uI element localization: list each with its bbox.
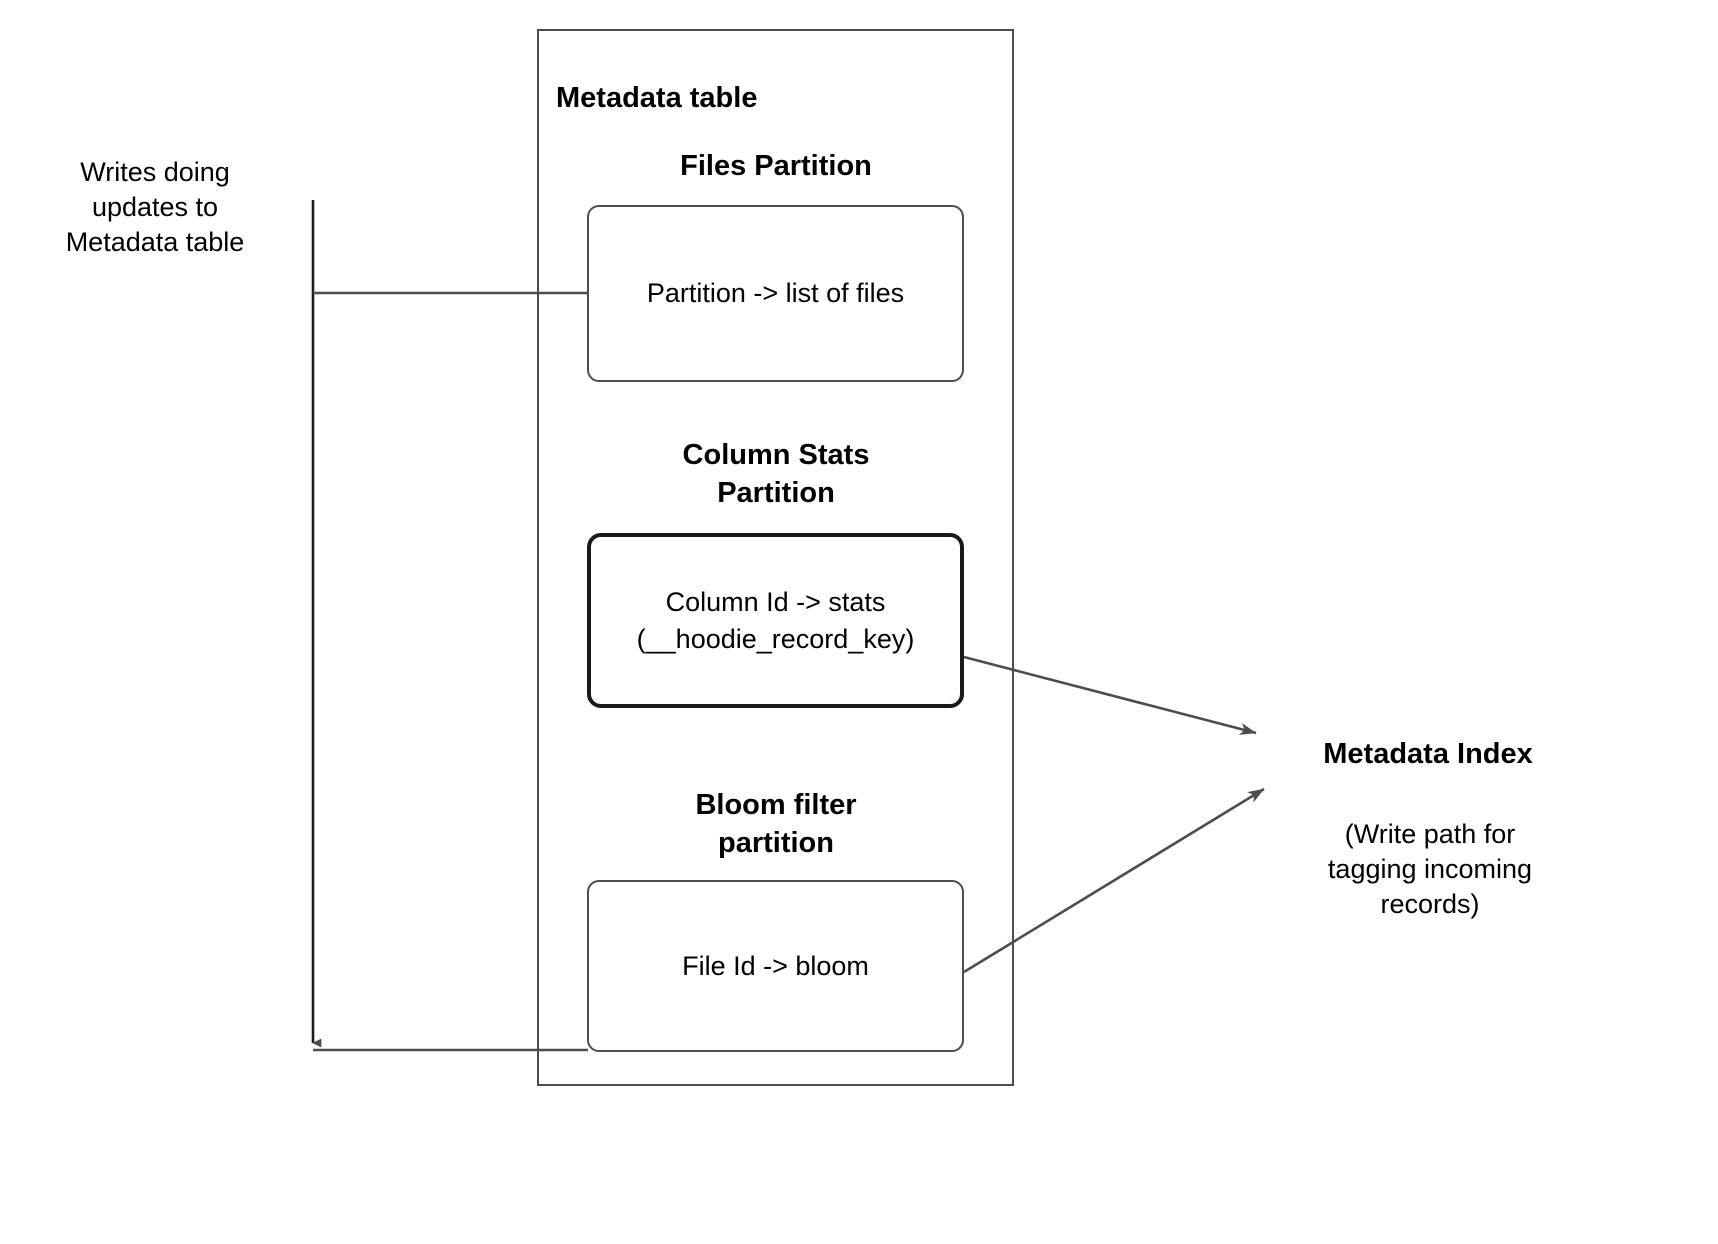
- files-partition-box-label: Partition -> list of files: [646, 278, 905, 309]
- files-partition-heading: Files Partition: [680, 150, 872, 182]
- column-stats-partition-box[interactable]: Column Id -> stats (__hoodie_record_key): [587, 533, 964, 708]
- bloom-filter-partition-box-label: File Id -> bloom: [682, 950, 869, 981]
- files-partition-box[interactable]: Partition -> list of files: [587, 205, 964, 382]
- column-stats-partition-box-label: Column Id -> stats (__hoodie_record_key): [636, 587, 915, 654]
- writes-annotation-label: Writes doing updates to Metadata table: [65, 157, 245, 258]
- metadata-index-title: Metadata Index: [1323, 738, 1533, 770]
- column-stats-partition-heading: Column Stats Partition: [682, 439, 870, 509]
- metadata-table-title: Metadata table: [556, 82, 758, 114]
- metadata-table-container: [537, 29, 1014, 1086]
- bloom-filter-partition-box[interactable]: File Id -> bloom: [587, 880, 964, 1052]
- metadata-index-caption: (Write path for tagging incoming records…: [1327, 819, 1533, 920]
- bloom-filter-partition-heading: Bloom filter partition: [695, 789, 857, 859]
